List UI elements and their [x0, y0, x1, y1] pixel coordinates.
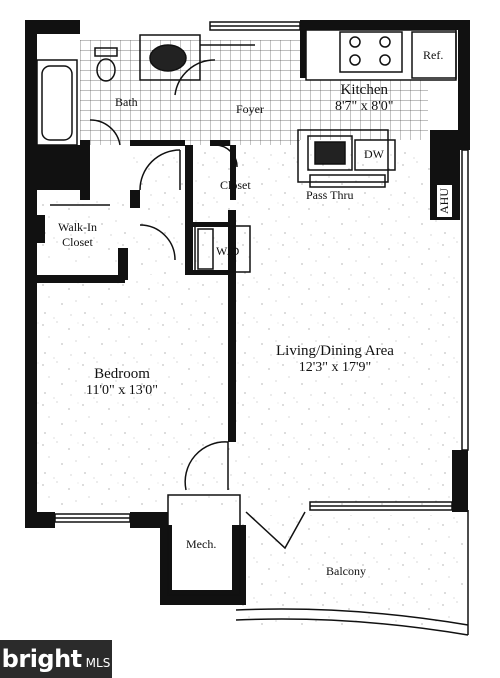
kitchen-dims: 8'7" x 8'0"	[335, 99, 394, 114]
bath-label: Bath	[115, 95, 138, 109]
balcony-label: Balcony	[326, 564, 366, 578]
brand-watermark: bright MLS	[0, 640, 112, 678]
kitchen-fixtures	[174, 29, 457, 188]
living-dims: 12'3" x 17'9"	[298, 360, 372, 375]
exterior-walls	[25, 20, 470, 605]
living-label: Living/Dining Area 12'3" x 17'9"	[276, 343, 394, 376]
bath-fixtures	[36, 34, 201, 146]
bedroom-label: Bedroom 11'0" x 13'0"	[86, 366, 158, 399]
kitchen-label: Kitchen 8'7" x 8'0"	[335, 82, 393, 115]
doors	[167, 441, 469, 636]
pass-thru-label: Pass Thru	[306, 188, 354, 202]
dw-label: DW	[364, 147, 384, 161]
watermark-brand: bright	[1, 645, 82, 673]
bedroom-floor	[35, 280, 233, 512]
kitchen-name: Kitchen	[340, 82, 388, 98]
living-name: Living/Dining Area	[276, 343, 394, 359]
mech-label: Mech.	[186, 537, 217, 551]
wic-floor	[40, 200, 128, 262]
closet-label: Closet	[220, 178, 251, 192]
walk-in-line1: Walk-In	[58, 220, 98, 234]
wd-label: W/D	[216, 244, 240, 258]
windows	[54, 21, 469, 523]
closet-fixtures	[50, 144, 251, 273]
ref-label: Ref.	[423, 48, 444, 62]
walk-in-line2: Closet	[62, 235, 93, 249]
bath-foyer-tile	[80, 40, 300, 145]
bedroom-dims: 11'0" x 13'0"	[86, 383, 158, 398]
ahu-label: AHU	[436, 184, 453, 218]
foyer-label: Foyer	[236, 102, 264, 116]
walk-in-closet-label: Walk-In Closet	[58, 220, 97, 250]
watermark-suffix: MLS	[85, 656, 111, 670]
living-floor	[235, 145, 460, 510]
bedroom-name: Bedroom	[94, 366, 150, 382]
